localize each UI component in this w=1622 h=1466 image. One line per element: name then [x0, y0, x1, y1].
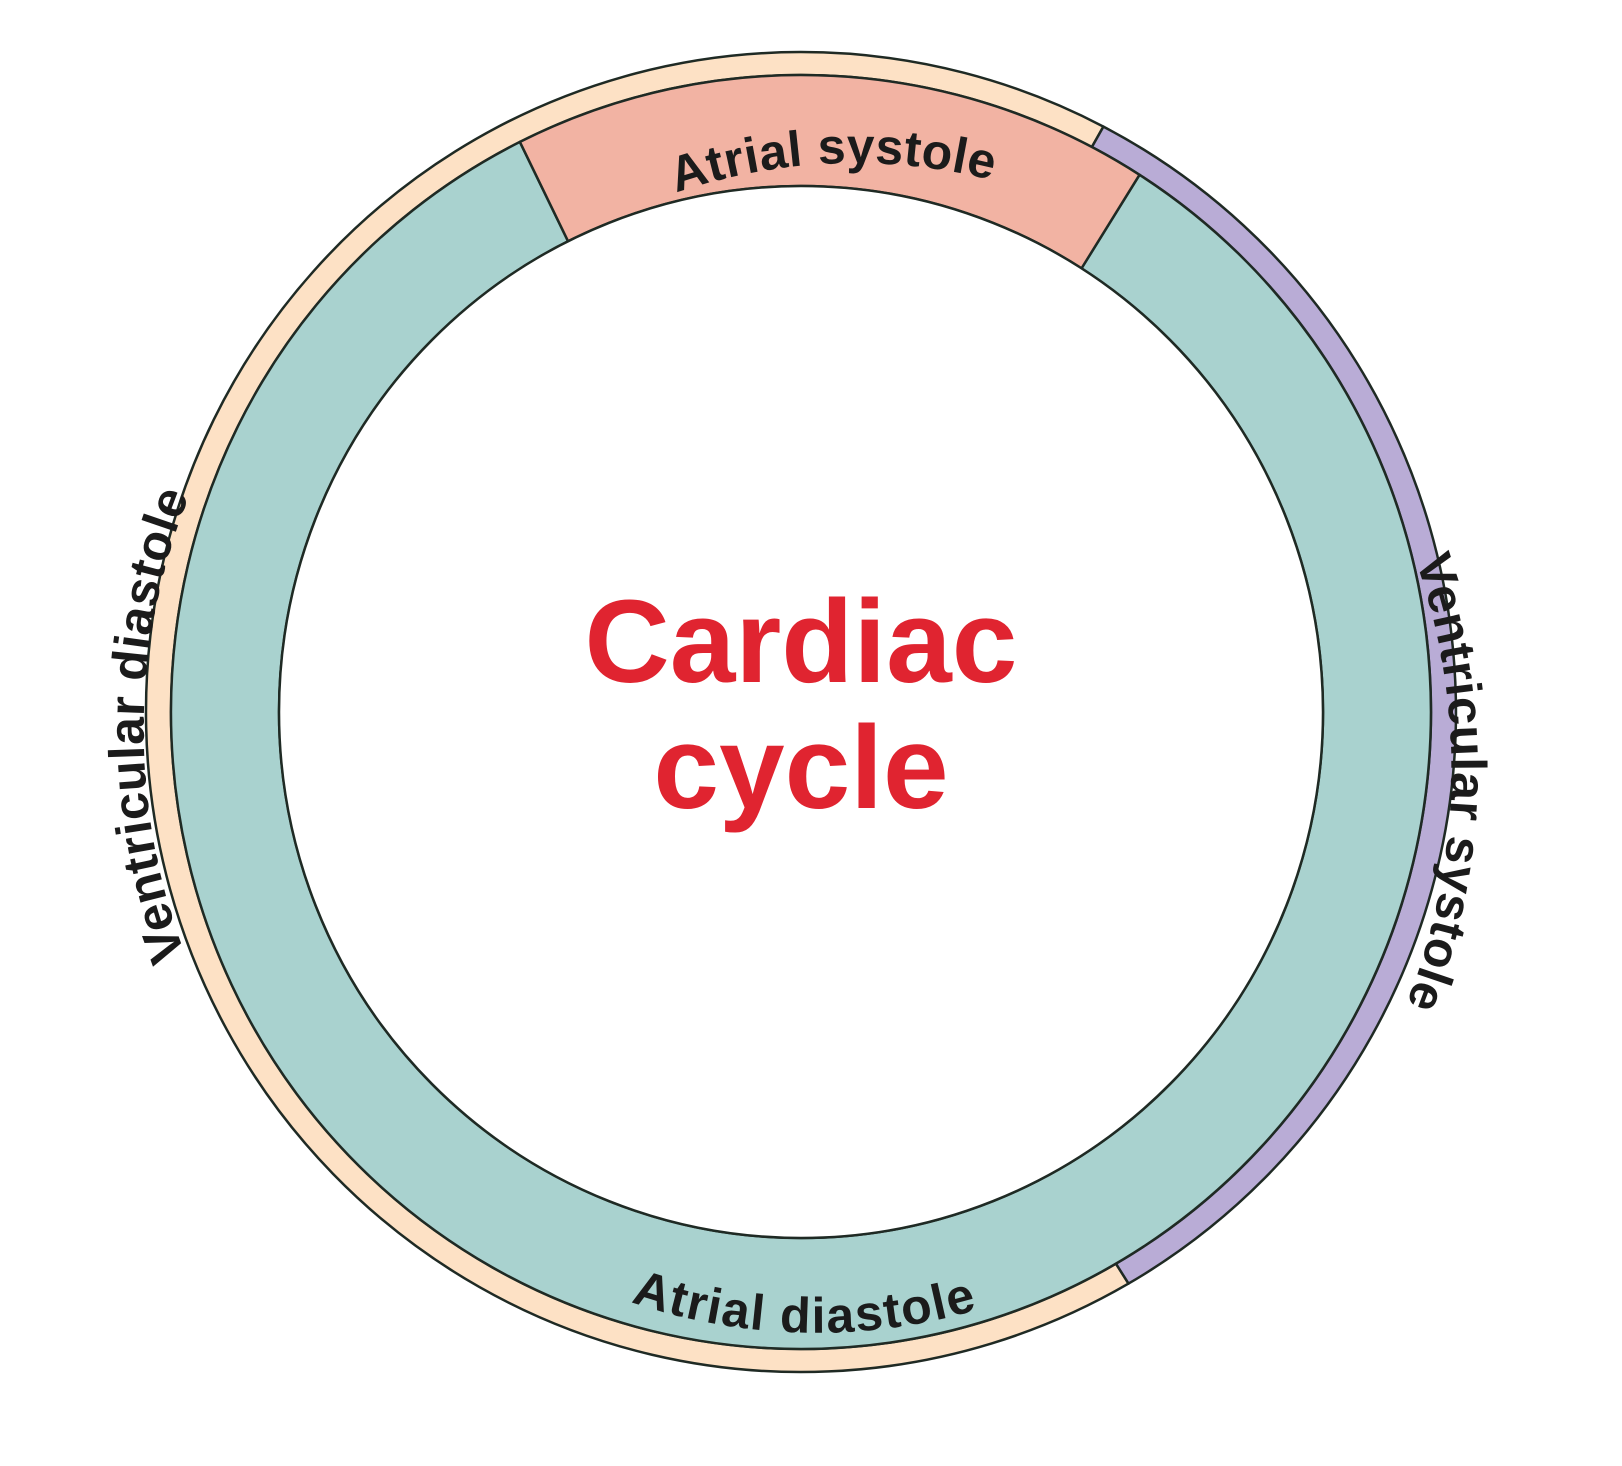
center-title-line1: Cardiac: [585, 576, 1018, 708]
center-title-line2: cycle: [653, 702, 948, 834]
center-disk: [277, 184, 1325, 1240]
